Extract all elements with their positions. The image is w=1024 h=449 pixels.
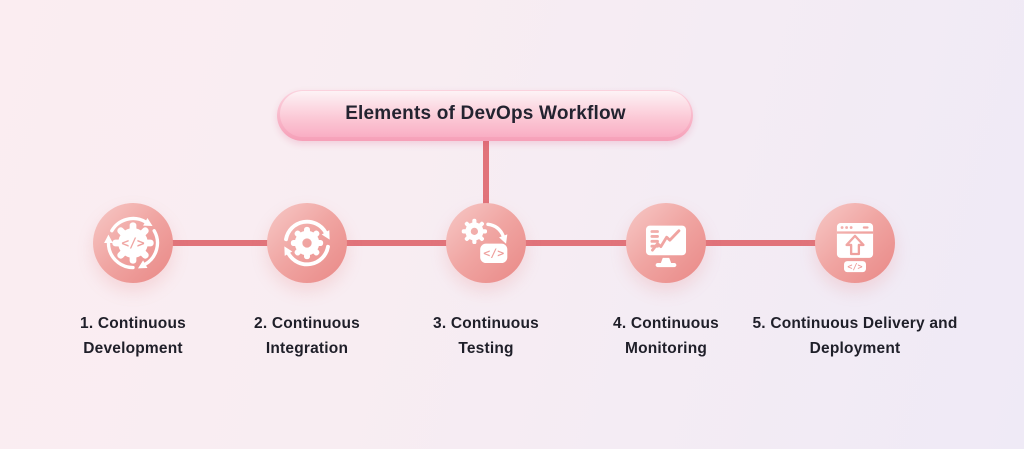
gear-to-code-icon: </> — [455, 212, 517, 274]
step-label-continuous-integration: 2. Continuous Integration — [254, 315, 360, 357]
dev-cycle-gear-code-icon: </> — [102, 212, 164, 274]
node-continuous-integration — [267, 203, 347, 283]
diagram-title: Elements of DevOps Workflow — [345, 103, 626, 124]
title-pill: Elements of DevOps Workflow — [277, 90, 693, 141]
browser-upload-code-icon: </> — [824, 212, 886, 274]
node-continuous-delivery-and-deployment: </> — [815, 203, 895, 283]
node-continuous-testing: </> — [446, 203, 526, 283]
step-label-continuous-development: 1. Continuous Development — [80, 315, 186, 357]
vertical-connector-line — [483, 136, 489, 208]
step-label-continuous-delivery-and-deployment: 5. Continuous Delivery and Deployment — [752, 315, 958, 357]
sync-gear-icon — [276, 212, 338, 274]
node-continuous-development: </> — [93, 203, 173, 283]
monitor-chart-icon — [635, 212, 697, 274]
title-pill-inner: Elements of DevOps Workflow — [280, 91, 691, 137]
step-label-continuous-monitoring: 4. Continuous Monitoring — [613, 315, 719, 357]
step-label-continuous-testing: 3. Continuous Testing — [433, 315, 539, 357]
node-continuous-monitoring — [626, 203, 706, 283]
